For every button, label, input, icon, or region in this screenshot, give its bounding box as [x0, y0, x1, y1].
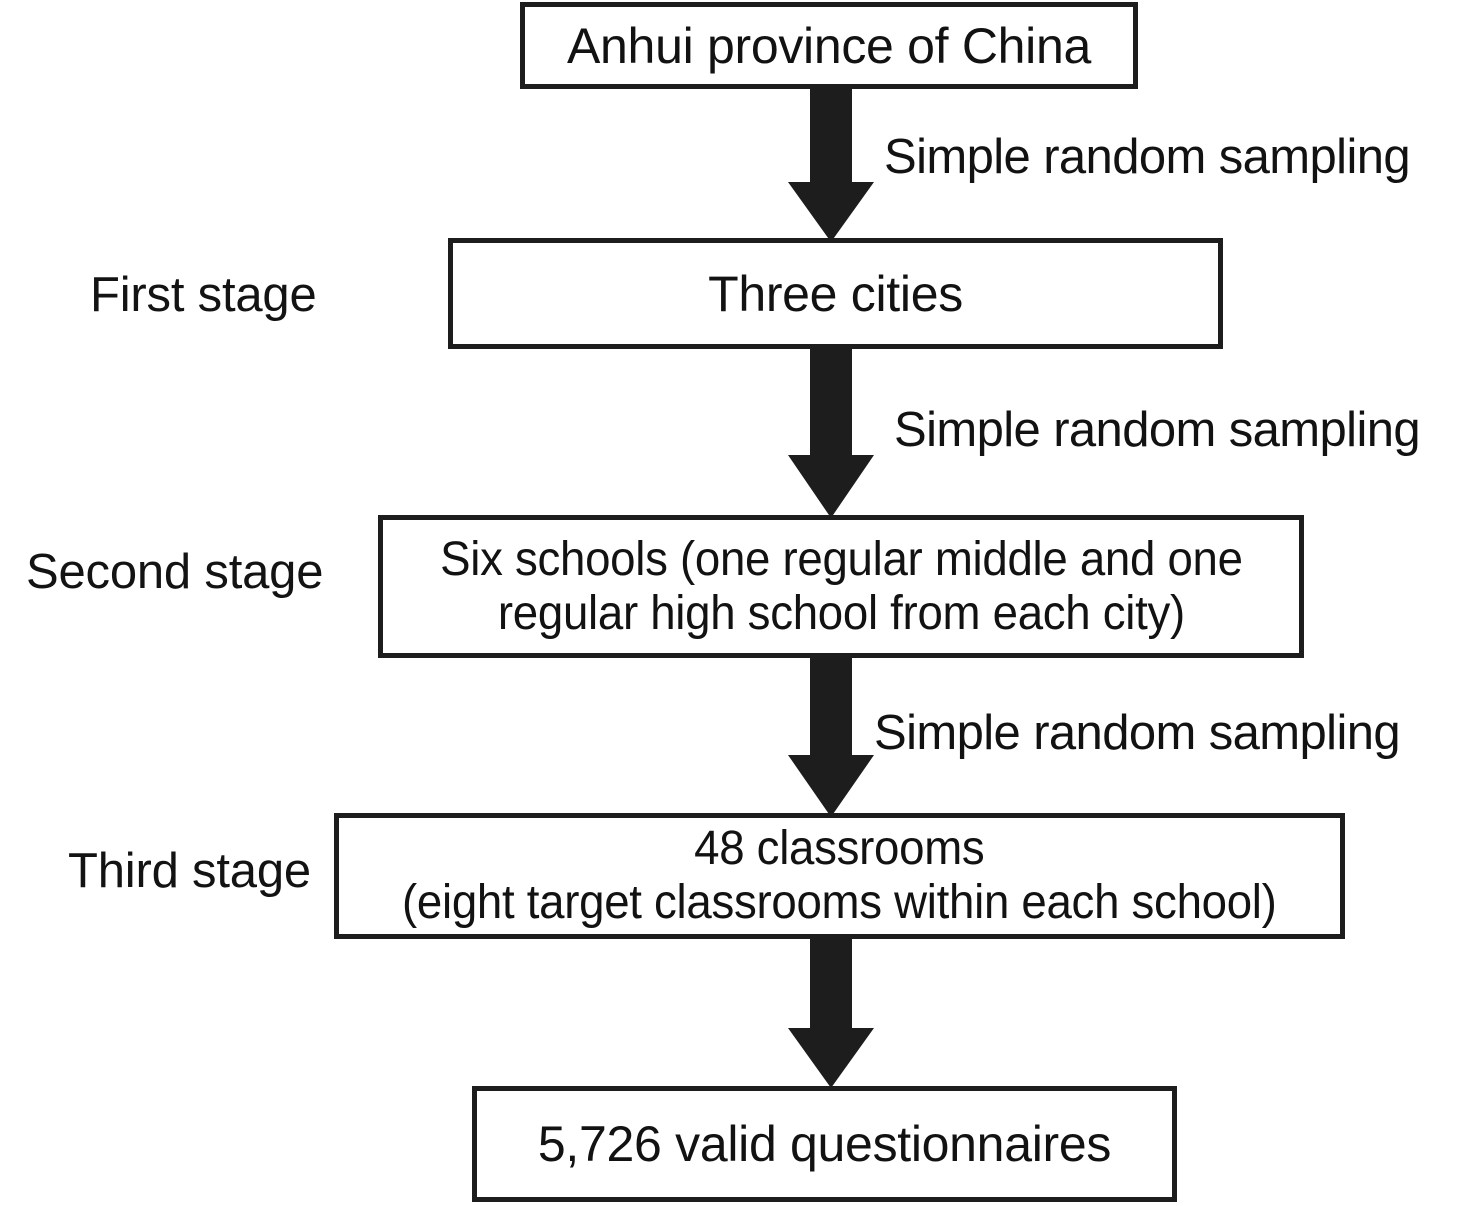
down-arrow-icon — [788, 655, 874, 817]
node-anhui-province: Anhui province of China — [520, 2, 1138, 89]
node-anhui-province-label: Anhui province of China — [567, 17, 1091, 74]
down-arrow-icon — [788, 86, 874, 242]
arrow-label-simple-random-sampling-1: Simple random sampling — [884, 130, 1411, 184]
node-six-schools-label: Six schools (one regular middle and one … — [439, 532, 1243, 640]
stage-label-second: Second stage — [26, 545, 324, 599]
node-valid-questionnaires: 5,726 valid questionnaires — [472, 1086, 1177, 1202]
node-48-classrooms-label: 48 classrooms (eight target classrooms w… — [402, 822, 1277, 929]
stage-label-first: First stage — [90, 268, 317, 322]
node-48-classrooms: 48 classrooms (eight target classrooms w… — [334, 813, 1345, 939]
arrow-label-simple-random-sampling-3: Simple random sampling — [874, 706, 1401, 760]
node-three-cities-label: Three cities — [708, 265, 963, 322]
node-six-schools: Six schools (one regular middle and one … — [378, 515, 1304, 658]
down-arrow-icon — [788, 935, 874, 1088]
node-valid-questionnaires-label: 5,726 valid questionnaires — [537, 1116, 1112, 1172]
node-three-cities: Three cities — [448, 238, 1223, 349]
arrow-label-simple-random-sampling-2: Simple random sampling — [894, 403, 1421, 457]
down-arrow-icon — [788, 348, 874, 518]
stage-label-third: Third stage — [68, 844, 311, 898]
